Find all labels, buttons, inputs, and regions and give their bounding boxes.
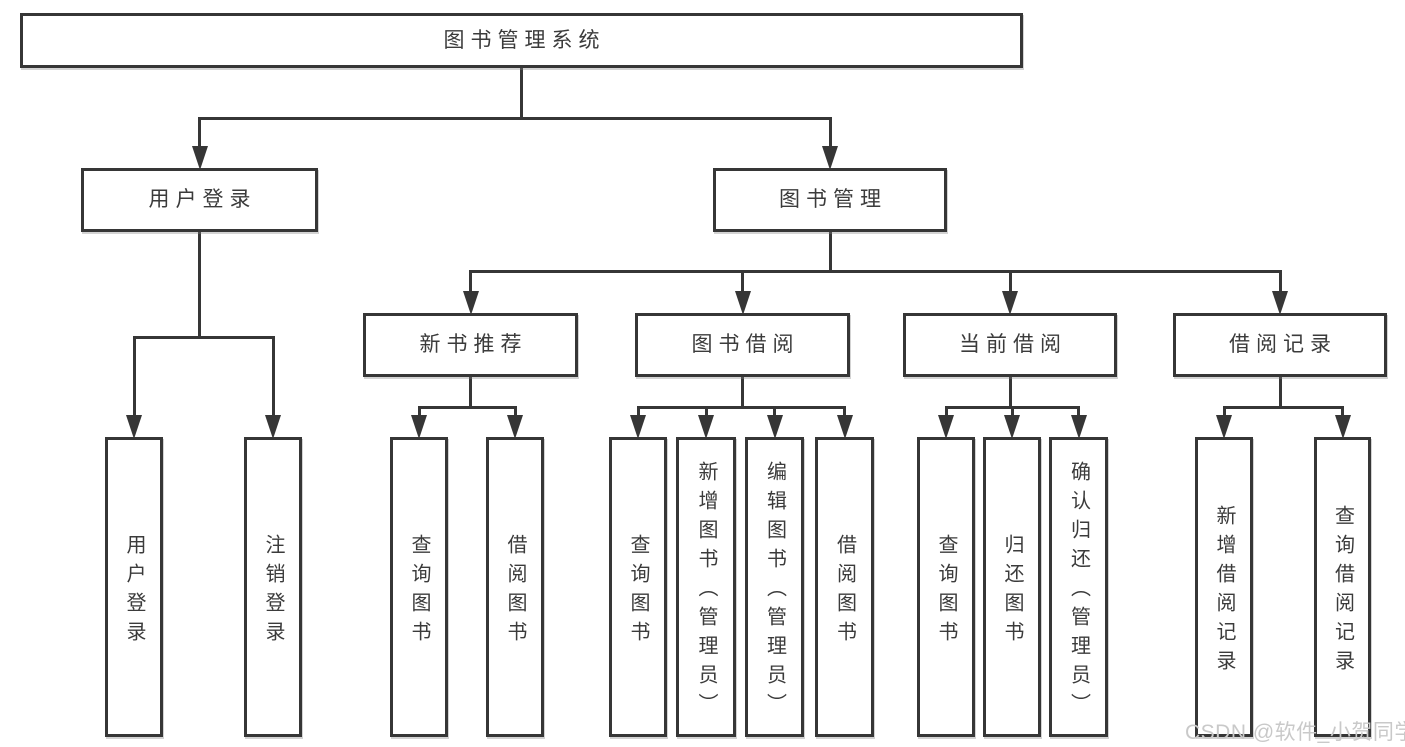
connector-line [1341, 407, 1344, 419]
node-confirm-return: 确认归还（管理员） [1049, 437, 1108, 737]
node-label: 新书推荐 [419, 333, 528, 357]
node-label: 借阅图书 [833, 533, 856, 650]
node-label: 确认归还（管理员） [1067, 461, 1090, 722]
node-label: 借阅图书 [504, 533, 526, 650]
arrow-down-icon [126, 415, 142, 439]
connector-line [132, 337, 136, 419]
node-query-books-1: 查询图书 [390, 437, 448, 737]
arrow-down-icon [1272, 291, 1288, 315]
connector-line [513, 407, 517, 419]
connector-line [132, 335, 275, 339]
node-add-books: 新增图书（管理员） [676, 437, 736, 737]
node-root: 图书管理系统 [20, 13, 1023, 68]
arrow-down-icon [1070, 415, 1087, 439]
connector-line [1008, 377, 1012, 407]
connector-line [469, 377, 472, 407]
connector-line [636, 405, 846, 409]
node-label: 图书借阅 [691, 333, 800, 357]
node-label: 当前借阅 [959, 333, 1067, 357]
connector-line [1278, 271, 1282, 295]
node-query-books-2: 查询图书 [609, 437, 667, 737]
node-add-borrow-record: 新增借阅记录 [1195, 437, 1253, 737]
connector-line [741, 377, 744, 407]
connector-line [469, 271, 472, 295]
node-label: 用户登录 [148, 188, 257, 212]
connector-line [469, 269, 1282, 273]
connector-line [636, 407, 640, 419]
node-label: 归还图书 [1001, 533, 1023, 650]
arrow-down-icon [698, 415, 714, 439]
node-label: 图书管理 [779, 188, 887, 212]
node-return-books: 归还图书 [983, 437, 1041, 737]
node-label: 用户登录 [123, 533, 145, 650]
arrow-down-icon [462, 291, 479, 315]
connector-line [1222, 405, 1344, 409]
arrow-down-icon [265, 415, 281, 439]
arrow-down-icon [191, 146, 208, 170]
connector-line [1222, 407, 1226, 419]
node-label: 查询借阅记录 [1331, 504, 1354, 679]
connector-line [1077, 407, 1080, 419]
node-user-login: 用户登录 [81, 168, 318, 232]
node-label: 查询图书 [408, 533, 430, 650]
connector-line [828, 232, 832, 271]
arrow-down-icon [1216, 415, 1232, 439]
arrow-down-icon [938, 415, 954, 439]
connector-line [741, 271, 744, 295]
node-borrow-books-1: 借阅图书 [486, 437, 544, 737]
node-current-borrow: 当前借阅 [903, 313, 1117, 377]
connector-line [417, 405, 517, 409]
arrow-down-icon [1002, 291, 1018, 315]
connector-line [198, 118, 201, 150]
arrow-down-icon [766, 415, 783, 439]
connector-line [773, 407, 776, 419]
node-label: 编辑图书（管理员） [763, 461, 786, 722]
connector-line [520, 68, 523, 118]
node-book-borrow: 图书借阅 [635, 313, 850, 377]
node-borrow-records: 借阅记录 [1173, 313, 1387, 377]
node-query-borrow-record: 查询借阅记录 [1314, 437, 1371, 737]
node-user-login-leaf: 用户登录 [105, 437, 163, 737]
node-query-books-3: 查询图书 [917, 437, 975, 737]
node-label: 注销登录 [262, 533, 284, 650]
arrow-down-icon [734, 291, 751, 315]
node-label: 查询图书 [627, 533, 649, 650]
connector-line [944, 407, 948, 419]
arrow-down-icon [411, 415, 427, 439]
connector-line [704, 407, 708, 419]
connector-line [1008, 271, 1012, 295]
arrow-down-icon [836, 415, 853, 439]
connector-line [843, 407, 846, 419]
node-label: 新增图书（管理员） [695, 461, 717, 722]
arrow-down-icon [1004, 415, 1020, 439]
arrow-down-icon [507, 415, 523, 439]
connector-line [198, 116, 832, 120]
connector-line [828, 118, 832, 150]
connector-line [198, 232, 201, 337]
arrow-down-icon [1334, 415, 1351, 439]
connector-line [271, 337, 275, 419]
node-logout: 注销登录 [244, 437, 302, 737]
connector-line [1278, 377, 1282, 407]
node-label: 新增借阅记录 [1213, 504, 1235, 679]
node-borrow-books-2: 借阅图书 [815, 437, 874, 737]
node-label: 借阅记录 [1229, 333, 1337, 357]
arrow-down-icon [630, 415, 646, 439]
connector-line [417, 407, 421, 419]
connector-line [1010, 407, 1014, 419]
node-book-mgmt: 图书管理 [713, 168, 947, 232]
node-new-book-rec: 新书推荐 [363, 313, 578, 377]
node-label: 查询图书 [935, 533, 957, 650]
node-label: 图书管理系统 [443, 28, 606, 52]
watermark: CSDN @软件_小贺同学 [1185, 721, 1405, 744]
arrow-down-icon [822, 146, 838, 170]
node-edit-books: 编辑图书（管理员） [745, 437, 804, 737]
